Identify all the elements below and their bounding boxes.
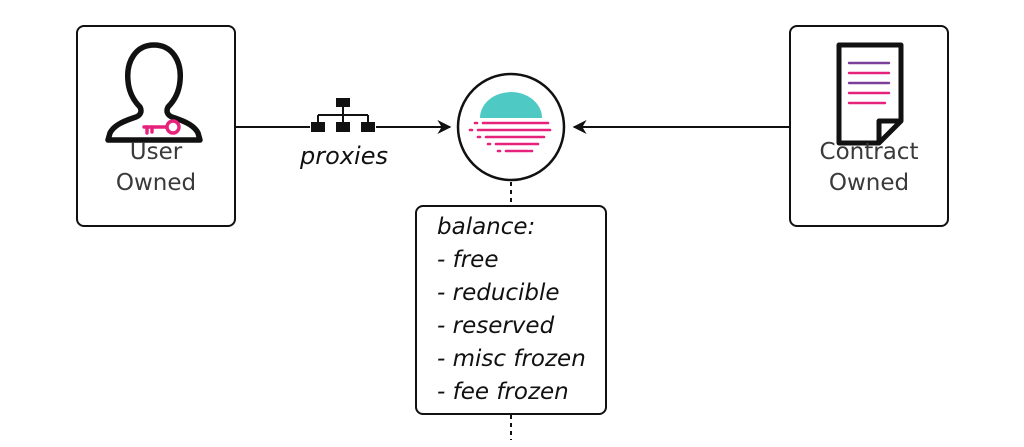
document-icon [836,42,904,146]
user-owned-node: User Owned [76,25,236,227]
balance-title: balance: [437,214,536,240]
balance-node: balance: - free - reducible - reserved -… [415,205,607,415]
balance-item-misc-frozen: - misc frozen [437,346,586,372]
user-owned-label-line1: User [129,139,183,165]
contract-owned-label-line2: Owned [828,170,910,196]
user-key-icon [105,42,203,143]
moonbeam-logo-icon [456,72,566,182]
contract-owned-node: Contract Owned [789,25,949,227]
proxies-edge-label: proxies [300,142,388,170]
hierarchy-icon [311,98,375,132]
balance-item-free: - free [437,247,499,273]
contract-owned-label-line1: Contract [819,139,919,165]
balance-item-fee-frozen: - fee frozen [437,379,569,405]
balance-list: - free - reducible - reserved - misc fro… [437,244,605,409]
user-owned-label-line2: Owned [115,170,197,196]
balance-item-reducible: - reducible [437,280,560,306]
balance-item-reserved: - reserved [437,313,555,339]
